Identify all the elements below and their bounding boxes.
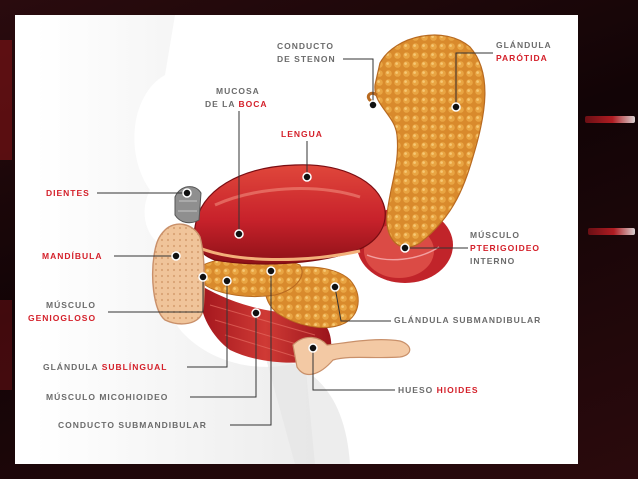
callout-dot	[266, 266, 276, 276]
callout-dot	[330, 282, 340, 292]
hyoid-bone-shape	[292, 336, 411, 376]
label-sublingual-gland: GLÁNDULA SUBLÍNGUAL	[43, 362, 168, 372]
callout-dot	[368, 100, 378, 110]
tongue-shape	[193, 164, 386, 265]
pterygoid-muscle-shape	[366, 246, 440, 261]
mouth-mucosa	[196, 245, 361, 262]
callout-dot	[171, 251, 181, 261]
head-silhouette	[35, 15, 315, 464]
neck-shadow	[265, 355, 350, 464]
callout-dot	[234, 229, 244, 239]
callout-dots	[171, 100, 461, 353]
label-mandible: MANDÍBULA	[42, 251, 103, 261]
callout-dot	[198, 272, 208, 282]
mandible-shape	[152, 223, 205, 325]
callout-dot	[451, 102, 461, 112]
teeth-shape	[174, 186, 202, 224]
label-tongue: LENGUA	[281, 129, 323, 139]
decor-strip	[0, 300, 12, 390]
leader-lines	[97, 52, 493, 426]
teeth-shape	[178, 200, 197, 212]
parotid-gland-shape	[374, 34, 486, 248]
label-submandibular-gland: GLÁNDULA SUBMANDIBULAR	[394, 315, 542, 325]
decor-strip	[0, 40, 12, 160]
label-teeth: DIENTES	[46, 188, 90, 198]
label-hyoid-bone: HUESO HIOIDES	[398, 385, 479, 395]
decor-bar	[585, 116, 635, 123]
callout-dot	[400, 243, 410, 253]
label-submandibular-duct: CONDUCTO SUBMANDIBULAR	[58, 420, 207, 430]
anatomy-illustration	[35, 15, 493, 464]
label-pterygoid-muscle: MÚSCULO PTERIGOIDEO INTERNO	[470, 230, 541, 266]
callout-dot	[302, 172, 312, 182]
callout-dot	[251, 308, 261, 318]
callout-dot	[182, 188, 192, 198]
stenon-duct-shape	[366, 91, 378, 103]
callout-dot	[222, 276, 232, 286]
callout-dot	[308, 343, 318, 353]
decor-bar	[588, 228, 635, 235]
tongue-highlight	[214, 187, 361, 207]
label-mouth-mucosa: MUCOSA DE LA BOCA	[205, 86, 268, 109]
label-mylohyoid-muscle: MÚSCULO MICOHIOIDEO	[46, 392, 169, 402]
